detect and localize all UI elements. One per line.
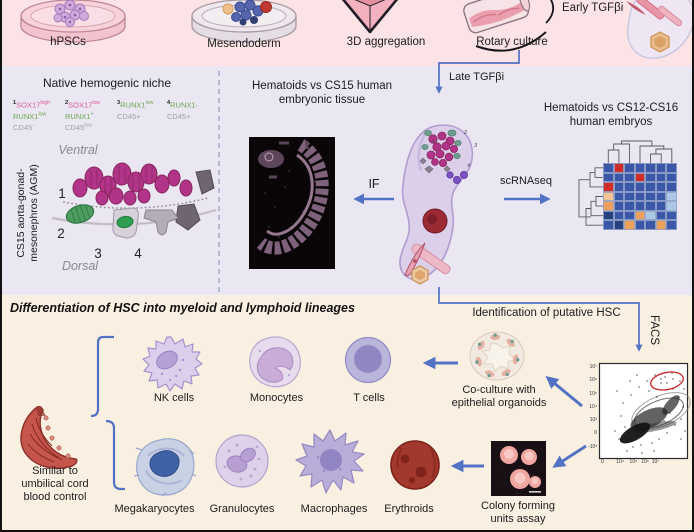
putative-hsc-label: Identification of putative HSC: [472, 307, 621, 319]
cfu-label: Colony forming units assay: [481, 500, 555, 525]
nk-cells-label: NK cells: [153, 392, 195, 404]
granulocytes-label: Granulocytes: [209, 503, 275, 515]
heatmap-panel-title: Hematoids vs CS12-CS16 human embryos: [543, 102, 679, 128]
heatmap-dendrograms: [578, 140, 673, 226]
megakaryocyte-icon: [133, 438, 197, 497]
if-arrow-label: IF: [368, 177, 380, 191]
facs-label: FACS: [648, 314, 660, 346]
marker-group-4: 4RUNX1- CD45+: [167, 100, 199, 121]
macrophages-label: Macrophages: [300, 503, 368, 515]
rotary-culture-icon: [463, 0, 555, 52]
marker-group-3: 3RUNX1low CD45+: [117, 100, 154, 121]
nk-cell-icon: [142, 336, 203, 392]
cfu-assay-image: [491, 441, 546, 496]
megakaryocytes-label: Megakaryocytes: [114, 503, 195, 515]
differentiation-title: Differentiation of HSC into myeloid and …: [10, 301, 355, 315]
hematoid-number-1: 1: [432, 139, 436, 145]
niche-title: Native hemogenic niche: [42, 76, 172, 90]
dorsal-label: Dorsal: [61, 259, 99, 273]
t-cells-label: T cells: [353, 392, 385, 404]
mesendoderm-label: Mesendoderm: [207, 38, 281, 50]
granulocyte-icon: [215, 434, 269, 488]
scrnaseq-label: scRNAseq: [500, 175, 552, 187]
marker-legend: 1SOX17high RUNX1low CD45- 2SOX17low RUNX…: [13, 99, 213, 133]
agm-axis-label: CS15 aorta-gonad- mesonephros (AGM): [15, 164, 40, 262]
coculture-label: Co-culture with epithelial organoids: [451, 384, 547, 409]
correlation-heatmap: [603, 163, 677, 230]
agm-number-3: 3: [94, 246, 102, 261]
facs-gate: [650, 371, 684, 391]
control-label: Similar to umbilical cord blood control: [21, 465, 89, 503]
hpscs-label: hPSCs: [50, 36, 86, 48]
3d-aggregation-icon: [341, 0, 399, 34]
aggregation-label: 3D aggregation: [346, 36, 426, 48]
if-panel-title: Hematoids vs CS15 human embryonic tissue: [252, 80, 392, 106]
facs-plot: [598, 362, 691, 460]
hematoid-illustration: [399, 124, 474, 285]
agm-illustration: [51, 162, 217, 239]
hematoid-number-2: 2: [464, 130, 468, 136]
hematoid-number-4: 4: [467, 163, 471, 169]
t-cell-icon: [344, 336, 392, 384]
early-hematoid-icon: [626, 0, 692, 59]
mesendoderm-dish-icon: [191, 0, 297, 43]
rotary-label: Rotary culture: [476, 36, 548, 48]
marker-group-1: 1SOX17high RUNX1low CD45-: [13, 100, 51, 132]
if-microscopy-image: [249, 137, 335, 269]
facs-y-axis-ticks: 10⁷ 10⁶ 10⁵ 10⁴ 10³ 0 -10³: [588, 364, 597, 450]
hematoid-number-3: 3: [474, 143, 478, 149]
organoid-icon: [469, 331, 525, 381]
ventral-label: Ventral: [58, 143, 98, 157]
facs-x-axis-ticks: 0 10⁴ 10⁵ 10⁶ 10⁷: [601, 459, 660, 465]
early-tgfbi-label: Early TGFβi: [562, 2, 624, 14]
agm-number-1: 1: [58, 186, 66, 201]
macrophage-icon: [295, 429, 365, 494]
marker-group-2: 2SOX17low RUNX1+ CD45low: [65, 100, 101, 132]
erythroid-icon: [390, 440, 440, 490]
agm-number-2: 2: [57, 226, 65, 241]
umbilical-cord-icon: [20, 405, 78, 469]
agm-number-4: 4: [134, 246, 142, 261]
monocyte-icon: [249, 336, 301, 388]
late-tgfbi-label: Late TGFβi: [449, 71, 505, 83]
erythroids-label: Erythroids: [384, 503, 434, 515]
monocytes-label: Monocytes: [249, 392, 304, 404]
hpsc-dish-icon: [20, 0, 126, 43]
